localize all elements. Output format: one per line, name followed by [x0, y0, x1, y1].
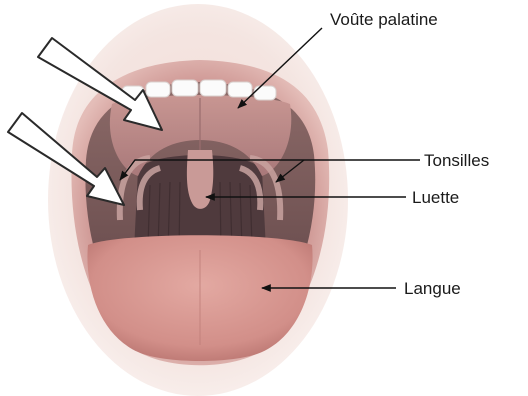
label-uvula: Luette: [412, 188, 459, 207]
label-tongue: Langue: [404, 279, 461, 298]
uvula: [187, 150, 213, 209]
label-tonsils: Tonsilles: [424, 151, 489, 170]
label-palate: Voûte palatine: [330, 10, 438, 29]
